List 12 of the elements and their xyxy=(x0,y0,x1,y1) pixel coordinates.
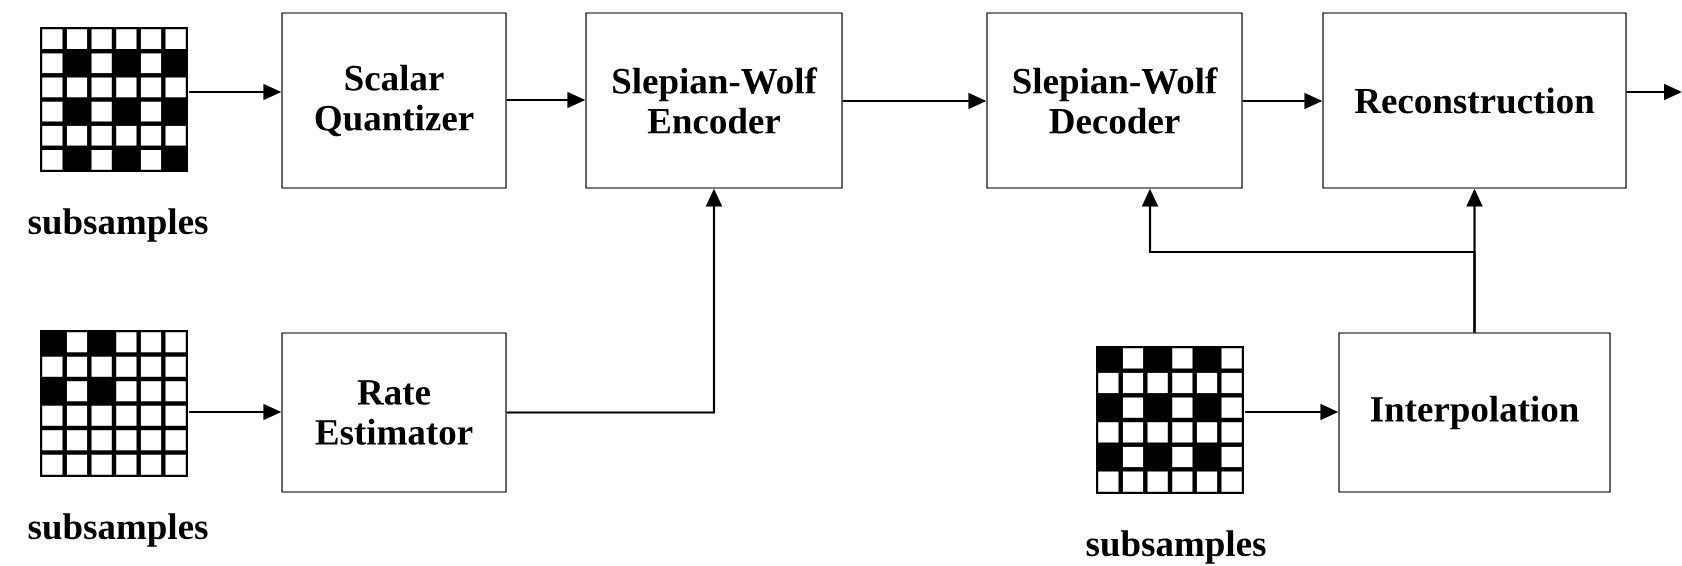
grid-drawing xyxy=(40,27,188,172)
process-box: Rate Estimator xyxy=(281,332,507,493)
process-box: Reconstruction xyxy=(1322,12,1627,189)
caption-label: subsamples xyxy=(28,513,208,547)
grid-drawing xyxy=(1096,346,1244,494)
caption-label: subsamples xyxy=(28,208,208,242)
process-box: Interpolation xyxy=(1338,332,1611,493)
process-box: Slepian-Wolf Encoder xyxy=(585,12,843,189)
grid-drawing xyxy=(40,330,188,477)
process-box: Scalar Quantizer xyxy=(281,12,507,189)
caption-label: subsamples xyxy=(1086,530,1266,564)
process-box: Slepian-Wolf Decoder xyxy=(986,12,1243,189)
